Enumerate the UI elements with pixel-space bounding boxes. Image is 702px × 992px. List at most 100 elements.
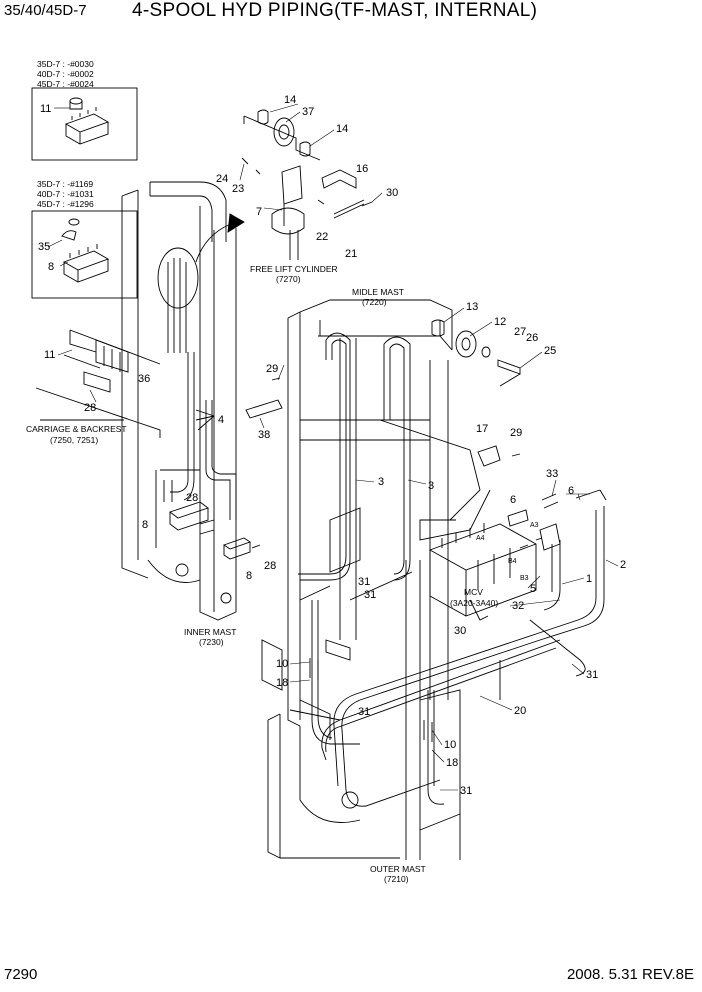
callout-24: 24 — [216, 173, 228, 185]
inset2-block-drawing — [61, 218, 110, 283]
label-outer-mast-code: (7210) — [384, 874, 409, 884]
model-code: 35/40/45D-7 — [4, 2, 87, 19]
callout-30-mcv: 30 — [454, 625, 466, 637]
port-b3: B3 — [520, 575, 529, 582]
callout-27: 27 — [514, 326, 526, 338]
label-mcv-code: (3A20-3A40) — [450, 598, 498, 608]
callout-32: 32 — [512, 600, 524, 612]
callout-7: 7 — [256, 206, 262, 218]
bracket-38 — [245, 399, 283, 419]
outer-mast-hoses — [289, 600, 445, 805]
callout-26: 26 — [526, 332, 538, 344]
callout-8-inner: 8 — [142, 519, 148, 531]
callout-38: 38 — [258, 429, 270, 441]
inset1-serial-40d7: 40D-7 : -#0002 — [37, 69, 94, 79]
callout-35: 35 — [38, 241, 50, 253]
callout-31-a: 31 — [358, 576, 370, 588]
callout-31-e: 31 — [460, 785, 472, 797]
callout-13: 13 — [466, 301, 478, 313]
inset-box-late-serial — [31, 210, 138, 299]
callout-22: 22 — [316, 231, 328, 243]
callout-18-left: 18 — [276, 677, 288, 689]
label-free-lift-cylinder: FREE LIFT CYLINDER — [250, 264, 338, 274]
mcv-valve — [429, 489, 607, 621]
callout-20: 20 — [514, 705, 526, 717]
callout-31-d: 31 — [358, 706, 370, 718]
inner-mast-hoses — [157, 247, 237, 520]
callout-5: 5 — [530, 583, 536, 595]
label-free-lift-cylinder-code: (7270) — [276, 274, 301, 284]
callout-28-inner: 28 — [186, 492, 198, 504]
carriage-backrest — [35, 329, 161, 438]
leader-4 — [195, 409, 215, 431]
middle-mast-frame — [287, 299, 491, 727]
pipes-1-2 — [333, 506, 605, 807]
middle-mast-hoses — [298, 332, 411, 581]
inset1-block-drawing — [64, 97, 110, 145]
callout-6-right: 6 — [568, 485, 574, 497]
callout-28-carriage: 28 — [84, 402, 96, 414]
callout-31-b: 31 — [364, 589, 376, 601]
callout-10-left: 10 — [276, 658, 288, 670]
page-number: 7290 — [4, 966, 38, 983]
callout-23: 23 — [232, 183, 244, 195]
callout-11-inset1: 11 — [40, 103, 51, 115]
callout-31-c: 31 — [586, 669, 598, 681]
callout-25: 25 — [544, 345, 556, 357]
inset2-serial-35d7: 35D-7 : -#1169 — [37, 179, 93, 189]
callout-16: 16 — [356, 163, 368, 175]
label-outer-mast: OUTER MAST — [370, 864, 426, 874]
inset2-serial-45d7: 45D-7 : -#1296 — [37, 199, 94, 209]
revision-date: 2008. 5.31 REV.8E — [566, 966, 694, 983]
callout-8-inset2: 8 — [48, 261, 54, 273]
callout-28-lower: 28 — [264, 560, 276, 572]
callout-11-carriage: 11 — [44, 349, 55, 361]
free-lift-cylinder-parts — [241, 109, 373, 260]
callout-33: 33 — [546, 468, 558, 480]
leader-31 — [349, 571, 413, 601]
middle-mast-pulley — [431, 319, 521, 387]
callout-1: 1 — [586, 573, 592, 585]
callout-6-left: 6 — [510, 494, 516, 506]
outer-mast-frame — [261, 560, 461, 860]
port-a3: A3 — [530, 522, 539, 529]
callout-14-top: 14 — [284, 94, 296, 106]
inset1-serial-35d7: 35D-7 : -#0030 — [37, 59, 94, 69]
callout-14-lower: 14 — [336, 123, 348, 135]
label-mcv: MCV — [464, 587, 483, 597]
label-inner-mast-code: (7230) — [199, 637, 224, 647]
callout-2: 2 — [620, 559, 626, 571]
inset-box-early-serial — [31, 87, 138, 161]
leader-lines — [47, 103, 619, 791]
callout-30-top: 30 — [386, 187, 398, 199]
label-carriage-code: (7250, 7251) — [50, 435, 98, 445]
port-b4: B4 — [508, 558, 517, 565]
callout-4: 4 — [218, 414, 224, 426]
callout-37: 37 — [302, 106, 314, 118]
port-a4: A4 — [476, 535, 485, 542]
callout-8-lower: 8 — [246, 570, 252, 582]
label-midle-mast-code: (7220) — [362, 297, 387, 307]
arrow-head — [227, 213, 245, 233]
inset1-serial-45d7: 45D-7 : -#0024 — [37, 79, 94, 89]
label-carriage-backrest: CARRIAGE & BACKREST — [26, 424, 127, 434]
callout-3-right: 3 — [428, 480, 434, 492]
callout-29-left: 29 — [266, 363, 278, 375]
inset2-serial-40d7: 40D-7 : -#1031 — [37, 189, 94, 199]
callout-12: 12 — [494, 316, 506, 328]
inner-mast-fittings — [169, 501, 261, 560]
bracket-17 — [477, 445, 501, 467]
callout-36: 36 — [138, 373, 150, 385]
callout-29-right: 29 — [510, 427, 522, 439]
label-midle-mast: MIDLE MAST — [352, 287, 404, 297]
callout-18-right: 18 — [446, 757, 458, 769]
label-inner-mast: INNER MAST — [184, 627, 236, 637]
callout-21: 21 — [345, 248, 357, 260]
callout-3-left: 3 — [378, 476, 384, 488]
callout-17: 17 — [476, 423, 488, 435]
page-title: 4-SPOOL HYD PIPING(TF-MAST, INTERNAL) — [132, 0, 538, 21]
bolts-29 — [271, 377, 521, 457]
callout-10-right: 10 — [444, 739, 456, 751]
